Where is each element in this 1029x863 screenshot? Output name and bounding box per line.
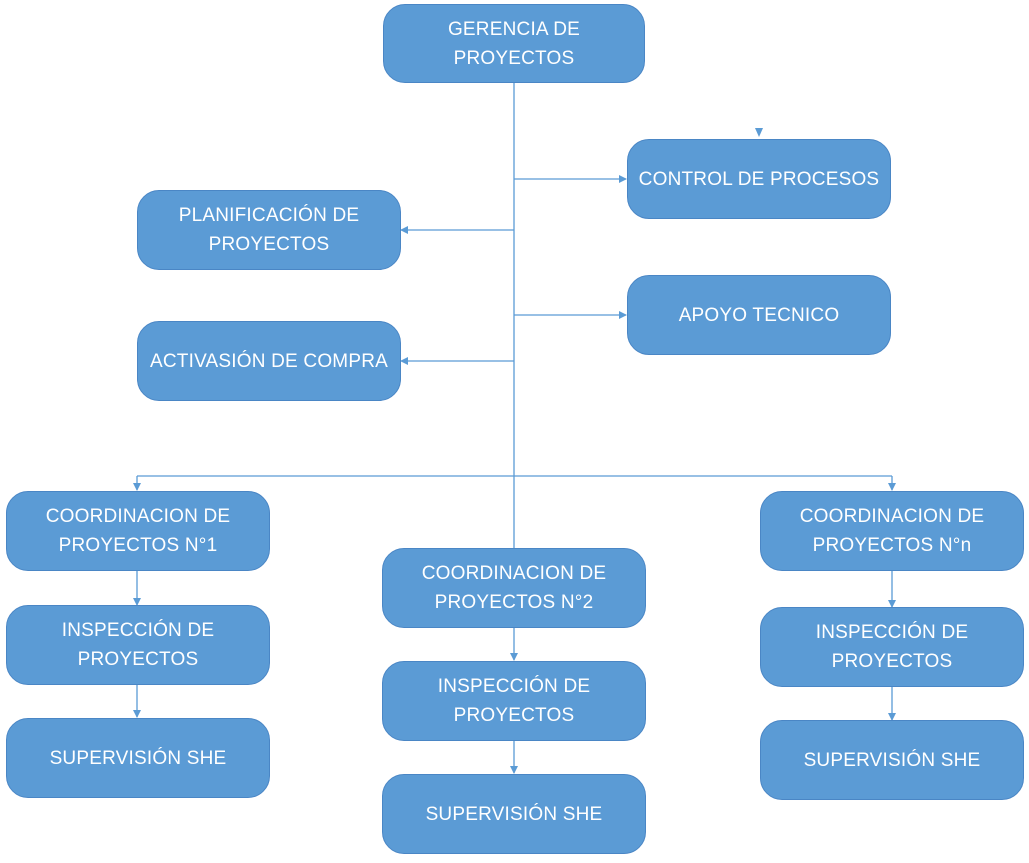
control-top-arrow [755, 128, 763, 137]
node-apoyo-tecnico: APOYO TECNICO [627, 275, 891, 355]
node-supervision-she-1: SUPERVISIÓN SHE [6, 718, 270, 798]
node-supervision-she-n: SUPERVISIÓN SHE [760, 720, 1024, 800]
node-coordinacion-2: COORDINACION DE PROYECTOS N°2 [382, 548, 646, 628]
node-inspeccion-2: INSPECCIÓN DE PROYECTOS [382, 661, 646, 741]
node-gerencia-de-proyectos: GERENCIA DE PROYECTOS [383, 4, 645, 83]
node-coordinacion-1: COORDINACION DE PROYECTOS N°1 [6, 491, 270, 571]
node-planificacion-de-proyectos: PLANIFICACIÓN DE PROYECTOS [137, 190, 401, 270]
node-supervision-she-2: SUPERVISIÓN SHE [382, 774, 646, 854]
node-control-de-procesos: CONTROL DE PROCESOS [627, 139, 891, 219]
node-inspeccion-1: INSPECCIÓN DE PROYECTOS [6, 605, 270, 685]
node-coordinacion-n: COORDINACION DE PROYECTOS N°n [760, 491, 1024, 571]
node-activasion-de-compra: ACTIVASIÓN DE COMPRA [137, 321, 401, 401]
node-inspeccion-n: INSPECCIÓN DE PROYECTOS [760, 607, 1024, 687]
